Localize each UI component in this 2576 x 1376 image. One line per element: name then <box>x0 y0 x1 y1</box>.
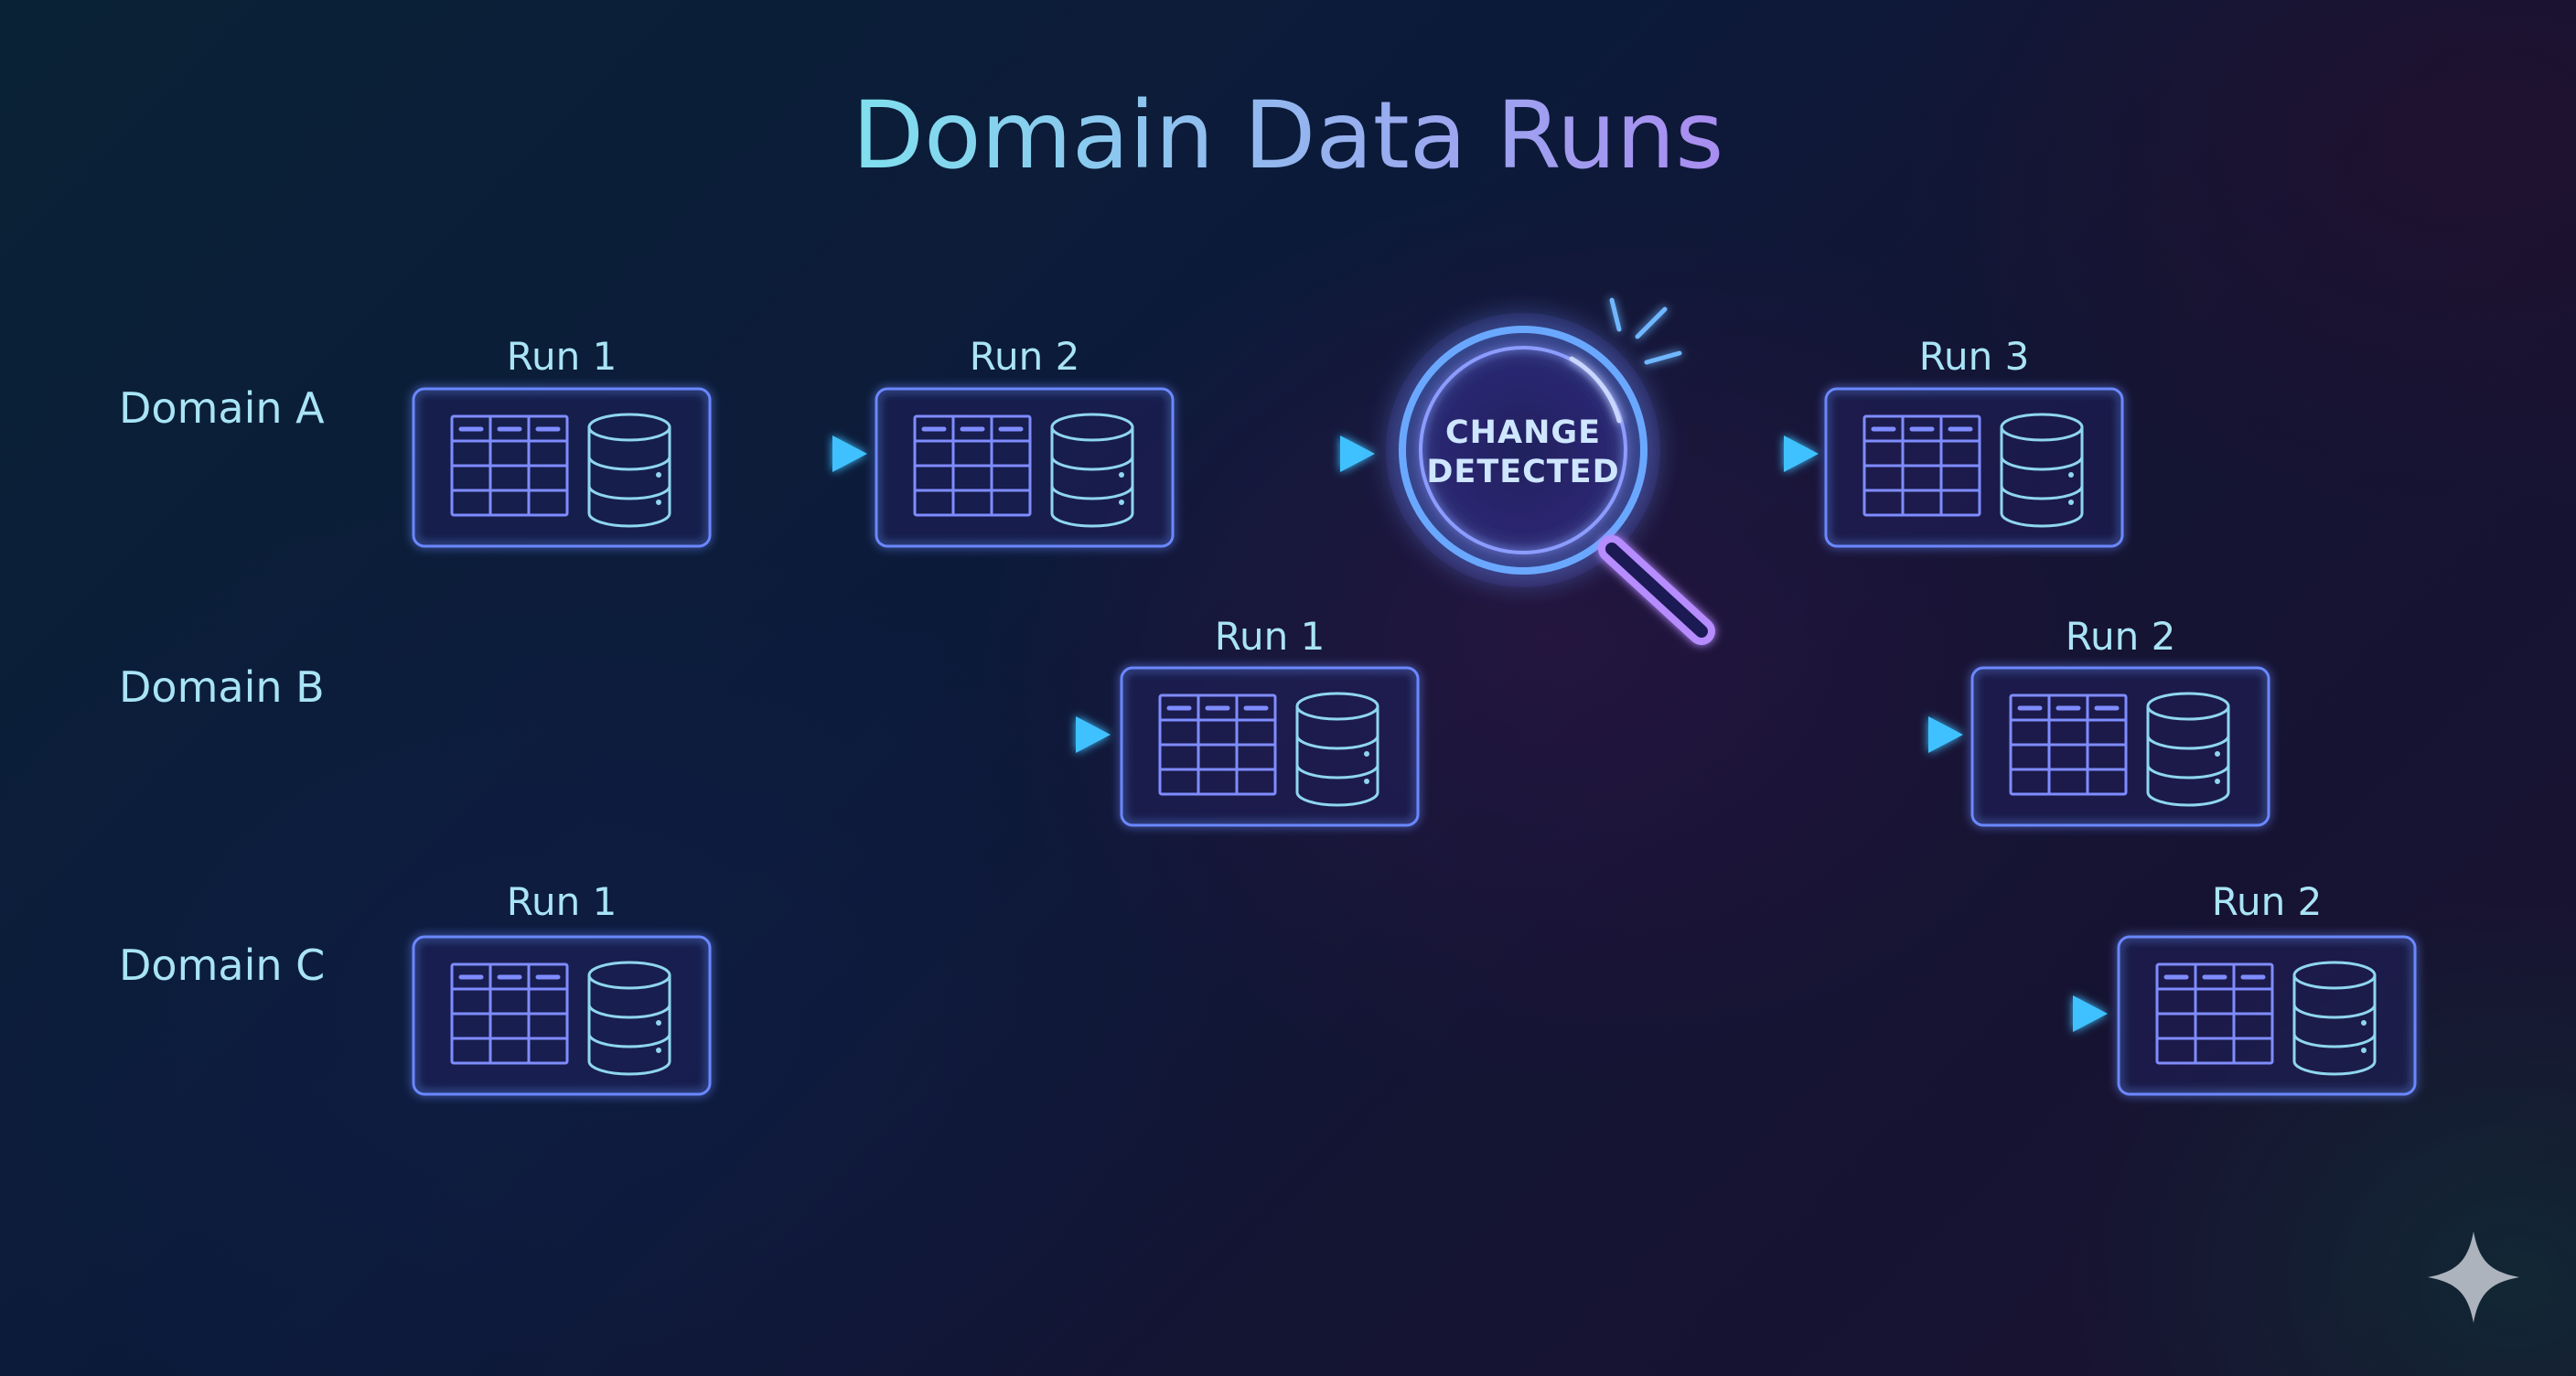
domain-c-arrowhead-1 <box>2073 995 2108 1032</box>
domain-a-run-2-box[interactable] <box>876 389 1173 546</box>
domain-c-run-1-box[interactable] <box>413 937 710 1094</box>
domain-a-arrowhead-2 <box>1340 435 1375 472</box>
sparkle-icon <box>2428 1231 2519 1323</box>
domain-b-arrowhead-1 <box>1076 716 1111 753</box>
domain-a-run-2-label: Run 2 <box>970 334 1080 379</box>
domain-b-run-2-box[interactable] <box>1972 668 2269 825</box>
domain-a-run-1-box[interactable] <box>413 389 710 546</box>
diagram-title: Domain Data Runs <box>853 81 1724 190</box>
domain-a-label: Domain A <box>119 383 325 433</box>
domain-b-label: Domain B <box>119 662 325 712</box>
domain-c-run-2-box[interactable] <box>2119 937 2415 1094</box>
change-detected-line-1: CHANGE <box>1445 414 1601 451</box>
change-detected-line-2: DETECTED <box>1426 454 1619 490</box>
domain-c-run-1-label: Run 1 <box>507 879 617 924</box>
domain-b-run-2-label: Run 2 <box>2066 614 2176 659</box>
domain-a-arrowhead-1 <box>832 435 867 472</box>
domain-a-run-1-label: Run 1 <box>507 334 617 379</box>
domain-c-label: Domain C <box>119 941 325 990</box>
domain-b-arrowhead-2 <box>1928 716 1963 753</box>
domain-b-run-1-box[interactable] <box>1122 668 1418 825</box>
magnifying-glass-icon <box>1386 297 1715 645</box>
domain-a-run-3-label: Run 3 <box>1919 334 2030 379</box>
domain-c-run-2-label: Run 2 <box>2212 879 2323 924</box>
domain-a-run-3-box[interactable] <box>1826 389 2122 546</box>
domain-b-row: Domain B Run 1 Run 2 <box>119 614 2269 825</box>
domain-a-row: Domain A Run 1 Run 2 <box>119 297 2122 645</box>
domain-b-run-1-label: Run 1 <box>1215 614 1326 659</box>
domain-a-arrowhead-3 <box>1784 435 1819 472</box>
change-detected-marker: CHANGE DETECTED <box>1386 297 1715 645</box>
domain-c-row: Domain C Run 1 Run 2 <box>119 879 2415 1094</box>
